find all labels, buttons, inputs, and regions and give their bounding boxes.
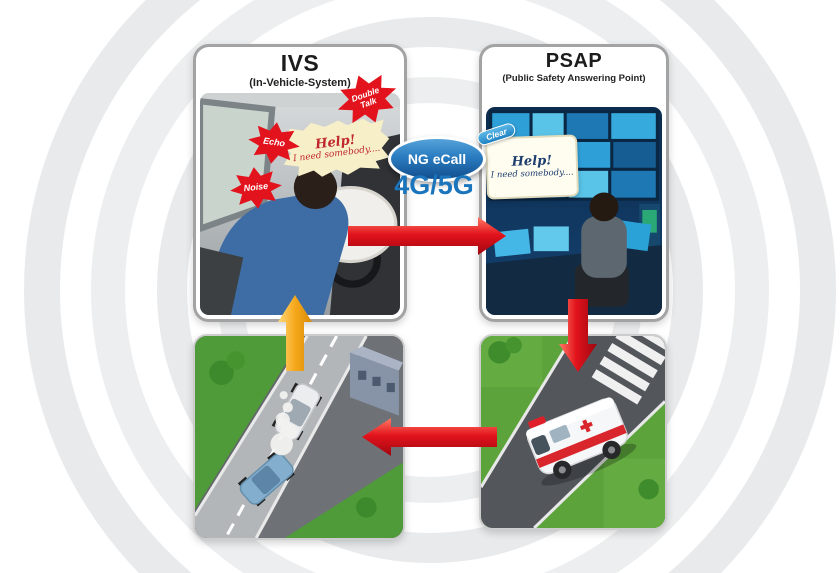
- smoke: [270, 391, 297, 456]
- blue-car: [237, 451, 295, 507]
- light-bar: [528, 416, 546, 429]
- psap-speech-line2: I need somebody....: [490, 167, 574, 181]
- car-crash-illustration: [193, 334, 405, 540]
- red-stripe: [536, 424, 627, 469]
- psap-title: PSAP: [545, 50, 603, 72]
- windshield: [531, 434, 551, 455]
- driver-head: [293, 165, 338, 210]
- network-label: 4G/5G: [394, 170, 474, 200]
- ivs-subtitle: (In-Vehicle-System): [249, 77, 351, 89]
- car-seat: [200, 247, 244, 315]
- ambulance: [526, 397, 637, 486]
- psap-speech-bubble: Clear Help! I need somebody....: [475, 121, 580, 200]
- ivs-title: IVS: [280, 50, 320, 76]
- ng-ecall-badge: NG eCall: [388, 136, 486, 182]
- crosswalk: [591, 336, 665, 405]
- psap-subtitle: (Public Safety Answering Point): [502, 73, 646, 84]
- driver-body: [208, 191, 349, 315]
- operator-head: [589, 192, 619, 222]
- operator-body: [581, 216, 627, 278]
- ambulance-illustration: [479, 334, 667, 530]
